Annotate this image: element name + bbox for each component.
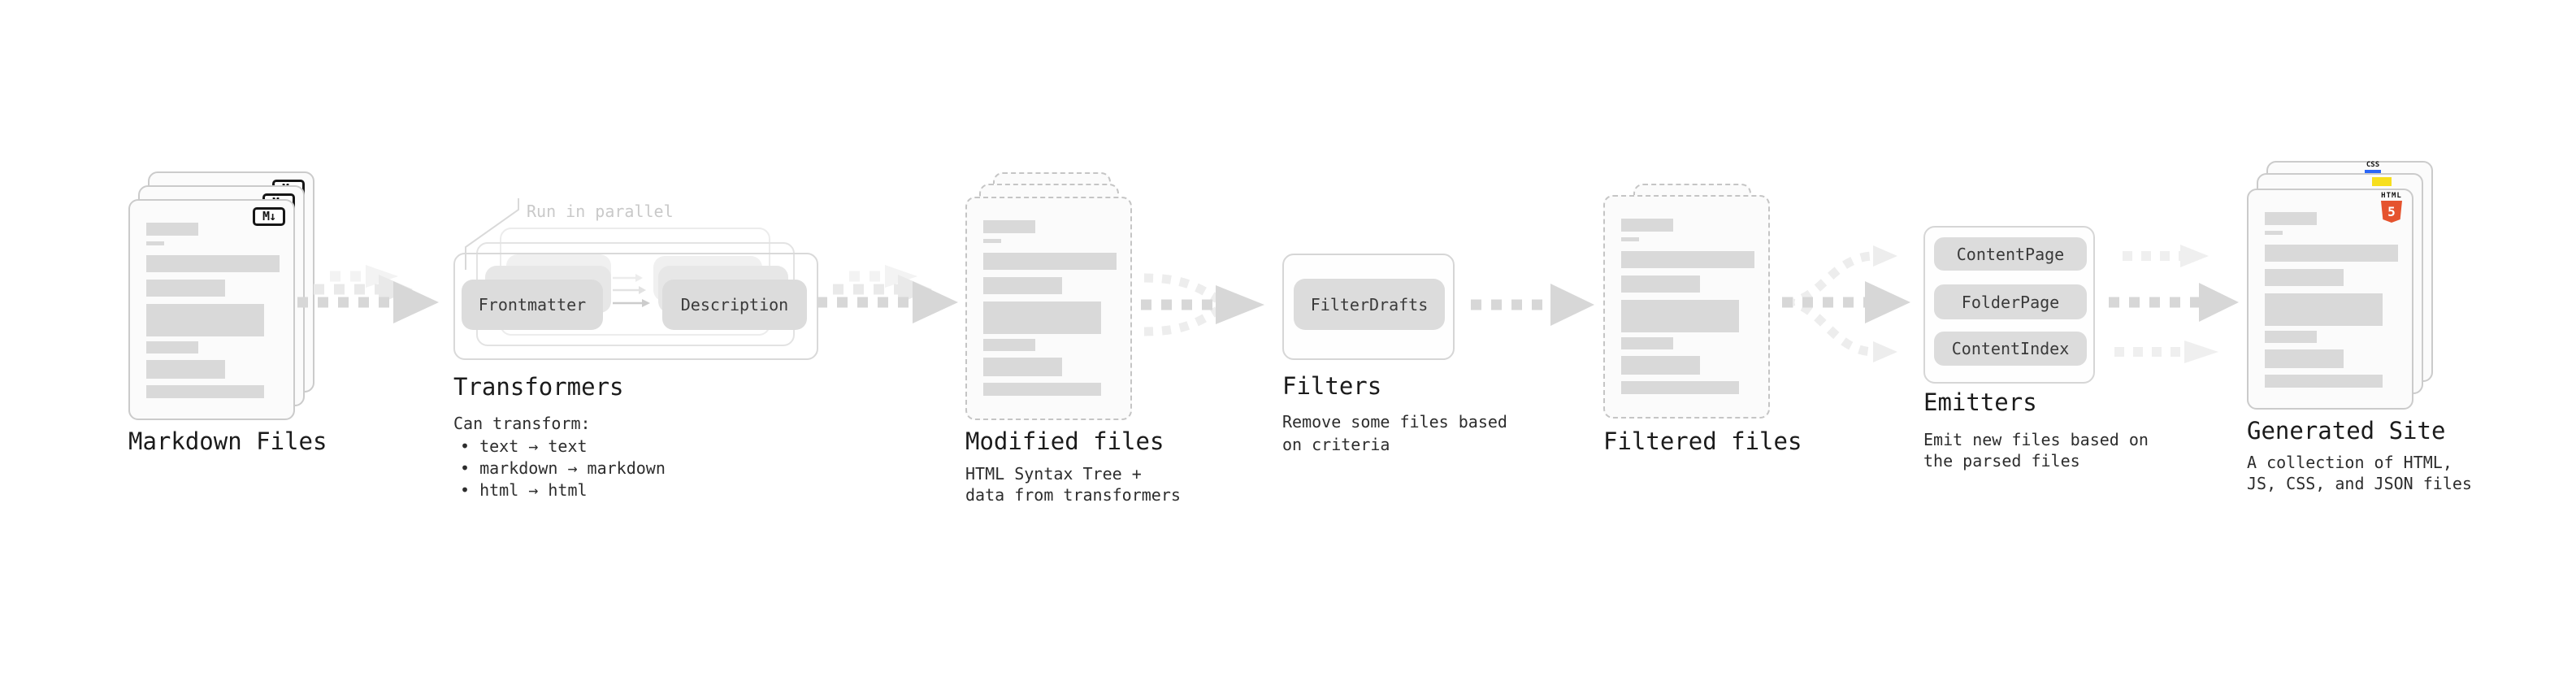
desc-line: Emit new files based on bbox=[1923, 430, 2149, 449]
text-line-placeholder bbox=[1621, 300, 1739, 332]
text-line-placeholder bbox=[146, 241, 164, 245]
callout-line bbox=[465, 198, 519, 270]
document-content-placeholder bbox=[130, 201, 293, 419]
text-line-placeholder bbox=[1621, 237, 1639, 241]
desc-line: JS, CSS, and JSON files bbox=[2247, 474, 2472, 493]
text-line-placeholder bbox=[1621, 219, 1673, 232]
document-content-placeholder bbox=[967, 198, 1130, 419]
text-line-placeholder bbox=[146, 341, 198, 354]
document-content-placeholder bbox=[1605, 197, 1768, 417]
markdown-icon: M↓ bbox=[253, 207, 285, 226]
text-line-placeholder bbox=[1621, 337, 1673, 349]
flow-arrow-icon bbox=[297, 265, 439, 323]
markdown-file-card-front: M↓ bbox=[128, 199, 295, 420]
html5-shield: 5 bbox=[2381, 201, 2402, 223]
text-line-placeholder bbox=[983, 383, 1101, 396]
text-line-placeholder bbox=[146, 255, 280, 272]
text-line-placeholder bbox=[2265, 349, 2344, 368]
text-line-placeholder bbox=[1621, 275, 1700, 293]
filters-label: Filters bbox=[1282, 372, 1382, 400]
modified-files-label: Modified files bbox=[965, 427, 1164, 455]
frontmatter-pill: Frontmatter bbox=[462, 280, 603, 330]
desc-line: A collection of HTML, bbox=[2247, 453, 2452, 472]
text-line-placeholder bbox=[983, 239, 1001, 243]
emit-arrows-icon bbox=[2109, 245, 2239, 363]
text-line-placeholder bbox=[2265, 375, 2383, 388]
html5-icon: HTML 5 bbox=[2378, 192, 2405, 223]
text-line-placeholder bbox=[146, 304, 264, 336]
text-line-placeholder bbox=[2265, 269, 2344, 286]
generated-site-desc: A collection of HTML, JS, CSS, and JSON … bbox=[2247, 452, 2472, 494]
merge-arrow-icon bbox=[1141, 273, 1264, 336]
html5-label: HTML bbox=[2381, 192, 2402, 200]
folderpage-pill: FolderPage bbox=[1934, 284, 2087, 319]
split-arrow-icon bbox=[1782, 245, 1910, 362]
transform-arrows-icon bbox=[613, 274, 650, 307]
transformers-bullets: • text → text • markdown → markdown • ht… bbox=[460, 436, 666, 501]
css-badge-underline bbox=[2365, 170, 2381, 173]
contentpage-pill: ContentPage bbox=[1934, 237, 2087, 271]
html5-number: 5 bbox=[2387, 204, 2396, 219]
text-line-placeholder bbox=[983, 358, 1062, 376]
contentindex-pill: ContentIndex bbox=[1934, 332, 2087, 366]
emitters-label: Emitters bbox=[1923, 388, 2037, 416]
text-line-placeholder bbox=[2265, 245, 2398, 262]
text-line-placeholder bbox=[983, 253, 1117, 270]
text-line-placeholder bbox=[2265, 293, 2383, 326]
run-in-parallel-note: Run in parallel bbox=[527, 202, 674, 221]
text-line-placeholder bbox=[983, 277, 1062, 294]
text-line-placeholder bbox=[2265, 212, 2317, 225]
text-line-placeholder bbox=[1621, 356, 1700, 375]
filtered-files-label: Filtered files bbox=[1603, 427, 1802, 455]
text-line-placeholder bbox=[2265, 231, 2283, 235]
bullet-item: • html → html bbox=[460, 480, 588, 500]
filtered-file-card-front bbox=[1603, 195, 1770, 419]
flow-arrow-icon bbox=[817, 265, 958, 323]
generated-site-label: Generated Site bbox=[2247, 417, 2446, 445]
modified-files-desc: HTML Syntax Tree + data from transformer… bbox=[965, 463, 1181, 505]
flow-arrow-icon bbox=[1471, 284, 1594, 326]
description-pill: Description bbox=[662, 280, 807, 330]
filterdrafts-pill: FilterDrafts bbox=[1294, 279, 1445, 330]
transformers-desc-title: Can transform: bbox=[453, 414, 591, 433]
desc-line: the parsed files bbox=[1923, 451, 2080, 471]
text-line-placeholder bbox=[983, 301, 1101, 334]
text-line-placeholder bbox=[1621, 381, 1739, 394]
text-line-placeholder bbox=[1621, 251, 1754, 268]
bullet-item: • text → text bbox=[460, 436, 588, 456]
desc-line: data from transformers bbox=[965, 485, 1181, 505]
desc-line: on criteria bbox=[1282, 435, 1390, 454]
desc-line: HTML Syntax Tree + bbox=[965, 464, 1142, 484]
text-line-placeholder bbox=[146, 280, 225, 297]
document-content-placeholder bbox=[2249, 190, 2412, 408]
bullet-item: • markdown → markdown bbox=[460, 458, 666, 478]
css-badge-icon: CSS bbox=[2364, 162, 2382, 173]
transformers-label: Transformers bbox=[453, 373, 624, 401]
modified-file-card-front bbox=[965, 197, 1132, 420]
text-line-placeholder bbox=[983, 339, 1035, 351]
generated-file-card-front bbox=[2247, 189, 2413, 410]
text-line-placeholder bbox=[146, 385, 264, 398]
emitters-desc: Emit new files based on the parsed files bbox=[1923, 429, 2149, 471]
filters-desc: Remove some files based on criteria bbox=[1282, 410, 1507, 456]
desc-line: Remove some files based bbox=[1282, 412, 1507, 432]
text-line-placeholder bbox=[146, 223, 198, 236]
markdown-files-label: Markdown Files bbox=[128, 427, 327, 455]
text-line-placeholder bbox=[146, 360, 225, 379]
text-line-placeholder bbox=[2265, 331, 2317, 343]
js-badge-icon bbox=[2372, 177, 2392, 186]
css-badge-text: CSS bbox=[2366, 161, 2380, 169]
text-line-placeholder bbox=[983, 220, 1035, 233]
